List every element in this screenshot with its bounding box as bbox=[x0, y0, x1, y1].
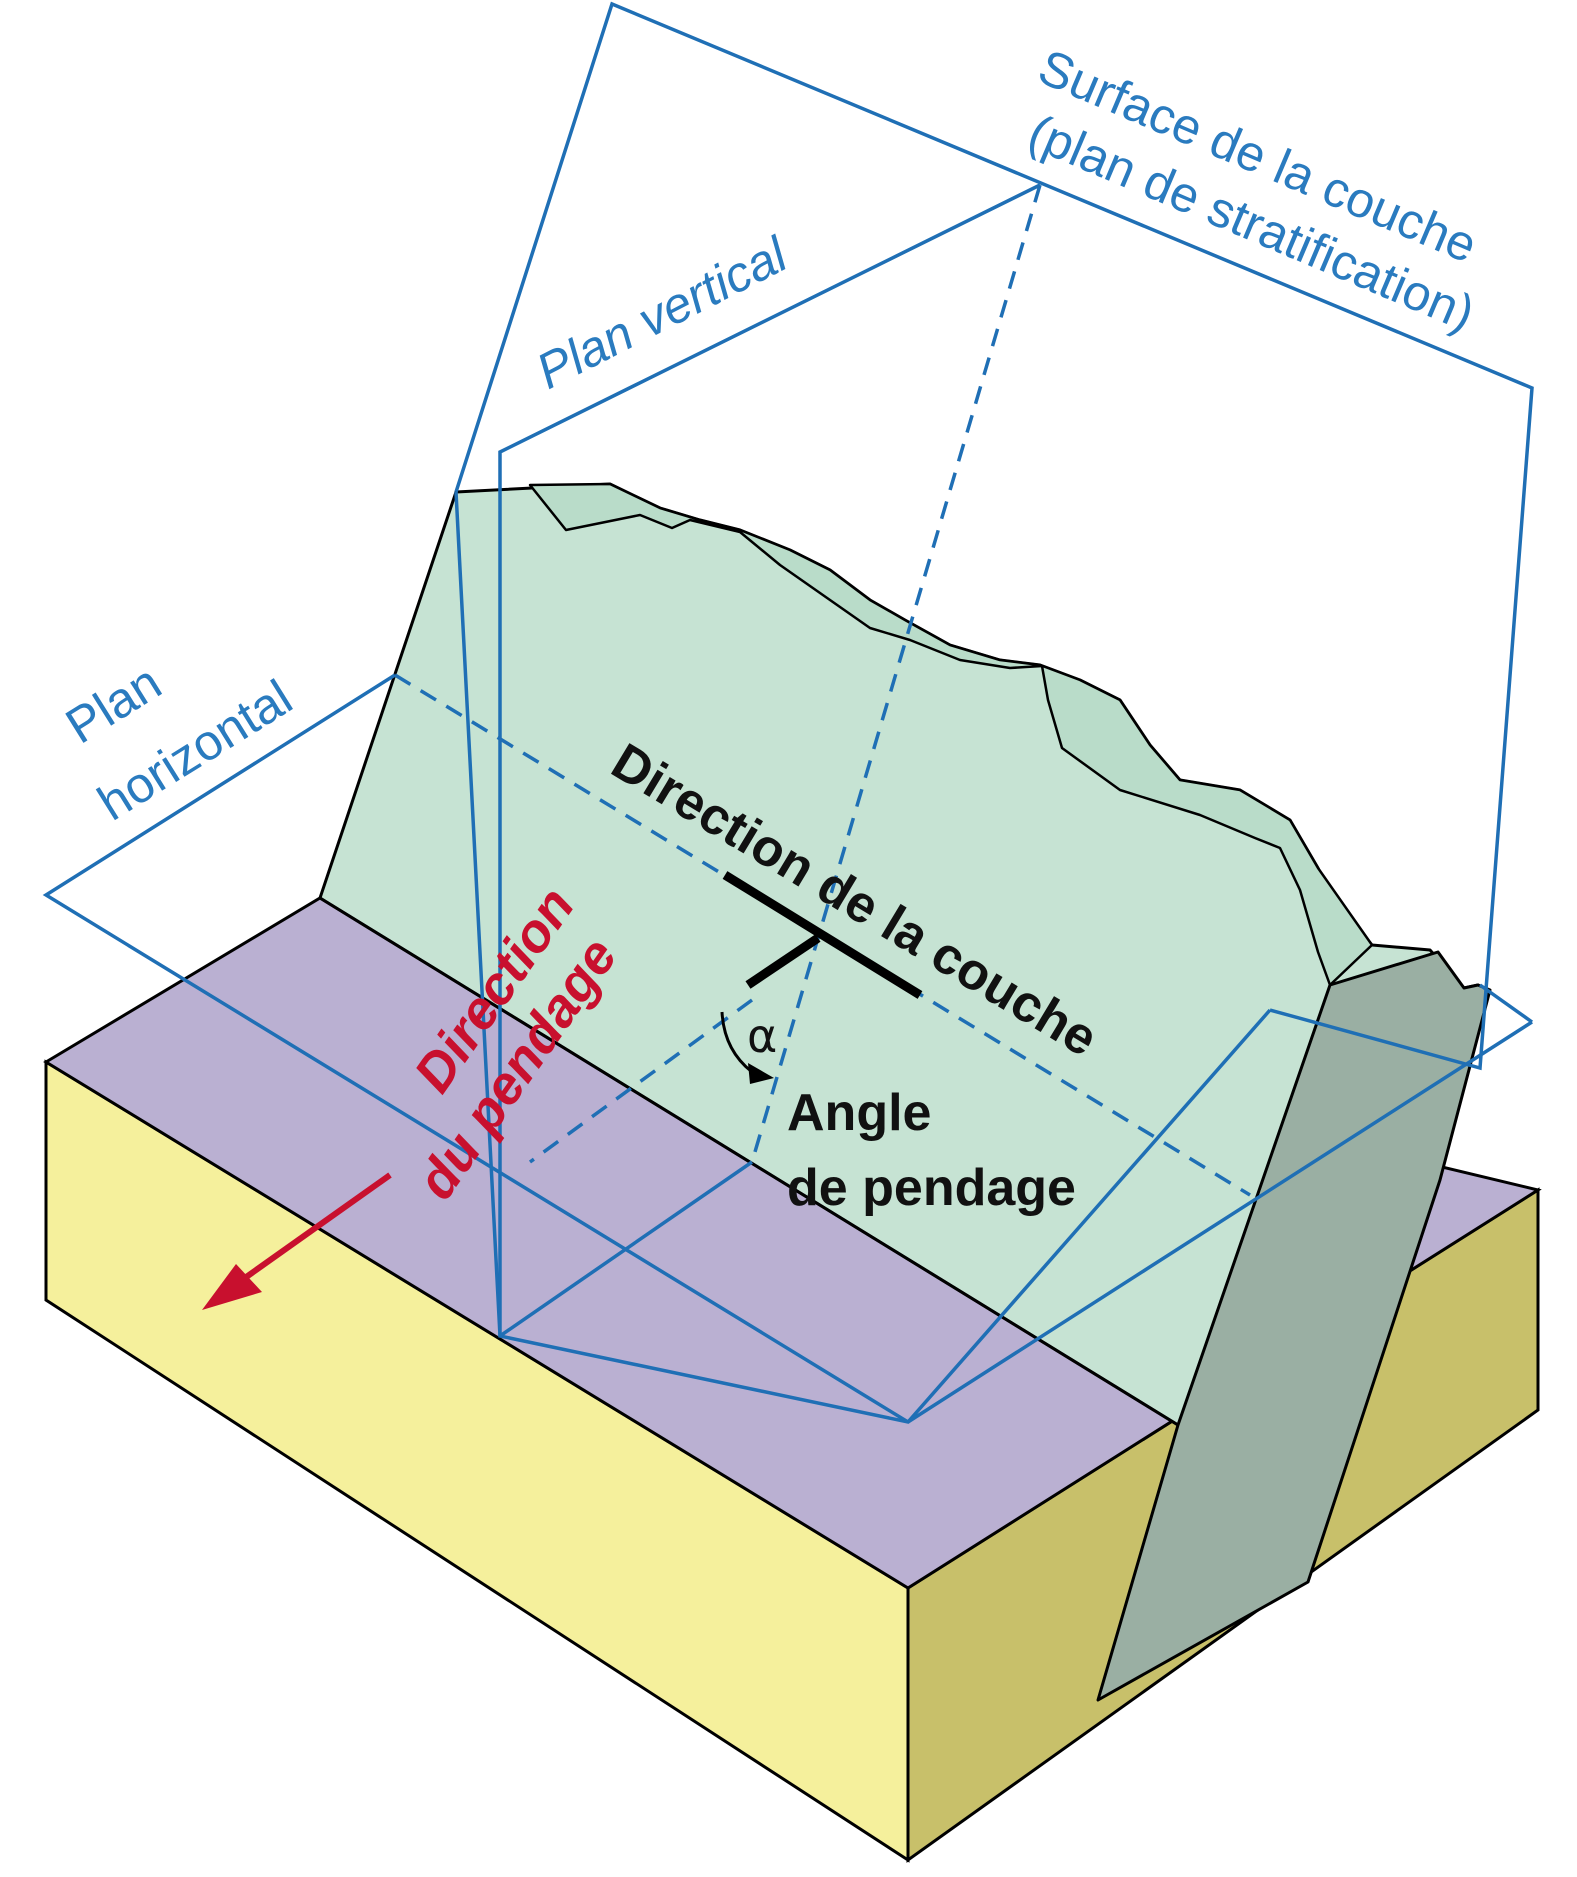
bed-upper-layer bbox=[528, 482, 1374, 987]
alpha-symbol: α bbox=[747, 1009, 777, 1063]
dip-direction-arrow bbox=[202, 1172, 392, 1310]
angle-pendage-label-line2: de pendage bbox=[787, 1159, 1076, 1217]
dip-angle-arc bbox=[720, 1011, 774, 1084]
bed-side-face bbox=[1096, 950, 1492, 1702]
horizontal-plane-right-edge bbox=[907, 1020, 1533, 1424]
vertical-plane-outline bbox=[498, 183, 1041, 1336]
inclined-bed bbox=[318, 482, 1492, 1702]
horizontal-plane-outline bbox=[42, 673, 909, 1424]
dip-direction-dashed-line bbox=[528, 998, 754, 1164]
bedding-plane-outline bbox=[454, 1, 1534, 1071]
strike-dip-symbol bbox=[722, 871, 923, 999]
horizontal-plane-dashed-back bbox=[394, 673, 1251, 1197]
angle-pendage-label-line1: Angle bbox=[787, 1084, 931, 1142]
horizontal-plane-right-top bbox=[1478, 983, 1534, 1024]
dip-tick bbox=[745, 934, 821, 989]
bed-bottom-edge bbox=[319, 896, 1179, 1427]
plan-horizontal-label-line1: Plan bbox=[56, 654, 171, 755]
vertical-plane-dashed-edge bbox=[750, 184, 1042, 1163]
reference-planes bbox=[42, 1, 1534, 1424]
plan-vertical-label: Plan vertical bbox=[528, 225, 798, 399]
bedding-plane-bottom bbox=[454, 491, 1272, 1424]
strike-line bbox=[722, 871, 923, 999]
